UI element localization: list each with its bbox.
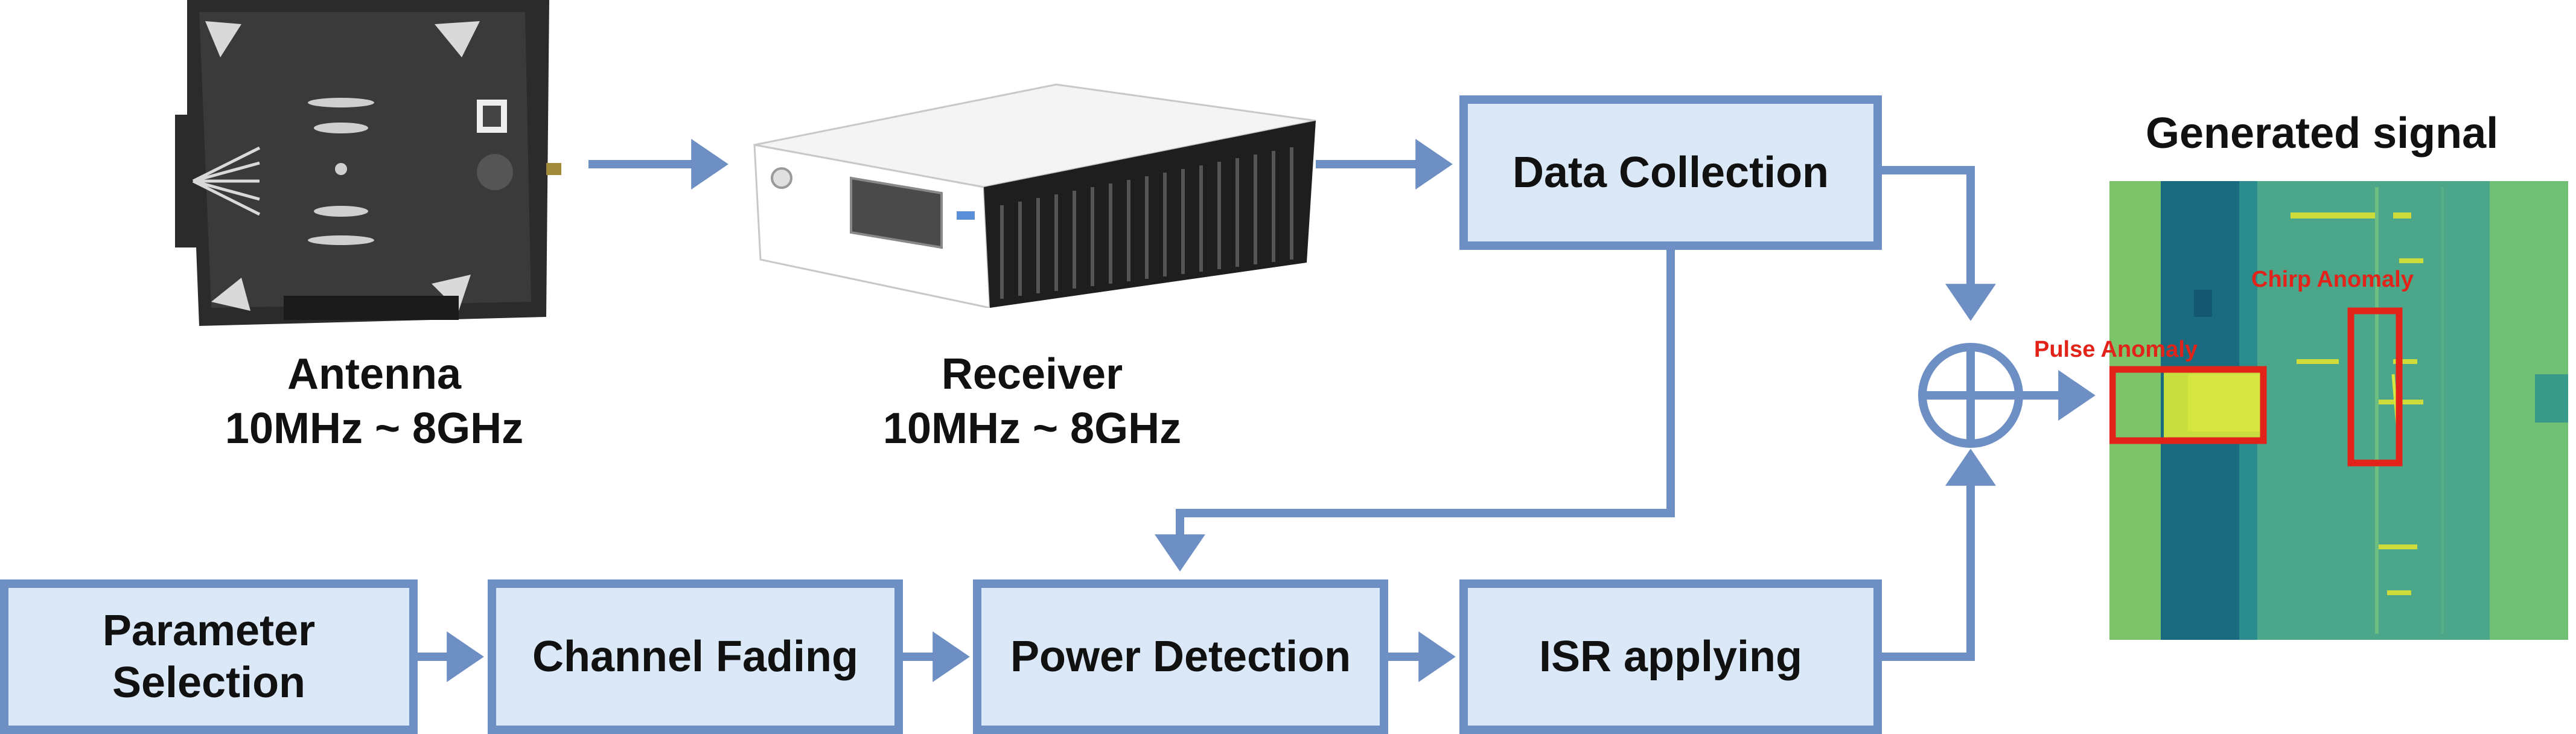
antenna-title: Antenna [287,350,461,398]
antenna-caption: Antenna 10MHz ~ 8GHz [181,347,567,456]
parameter-selection-label-line1: Parameter [102,606,316,655]
data-collection-block: Data Collection [1459,95,1882,250]
chirp-anomaly-box [2347,307,2403,467]
generated-signal-title: Generated signal [2146,109,2499,158]
summation-icon [1918,343,2023,448]
data-collection-label: Data Collection [1512,148,1829,197]
receiver-caption: Receiver 10MHz ~ 8GHz [839,347,1225,456]
arrow-isr-to-sum [1880,448,1996,661]
antenna-range: 10MHz ~ 8GHz [225,404,524,453]
power-detection-label: Power Detection [1010,632,1351,681]
generated-signal-spectrogram [2109,181,2568,640]
arrow-data-collection-to-power-detection [1155,249,1675,572]
receiver-title: Receiver [941,350,1123,398]
chirp-anomaly-label: Chirp Anomaly [2251,267,2414,292]
channel-fading-label: Channel Fading [532,632,858,681]
arrow-data-collection-to-sum [1880,166,1996,321]
receiver-device-icon [753,83,1316,308]
antenna-panel-icon [175,0,561,326]
isr-applying-block: ISR applying [1459,579,1882,734]
parameter-selection-label-line2: Selection [112,659,306,707]
parameter-selection-block: Parameter Selection [0,579,418,734]
isr-applying-label: ISR applying [1538,632,1803,681]
receiver-range: 10MHz ~ 8GHz [882,404,1182,453]
pulse-anomaly-box [2109,366,2267,444]
pulse-anomaly-label: Pulse Anomaly [2034,337,2198,362]
channel-fading-block: Channel Fading [488,579,903,734]
power-detection-block: Power Detection [973,579,1388,734]
